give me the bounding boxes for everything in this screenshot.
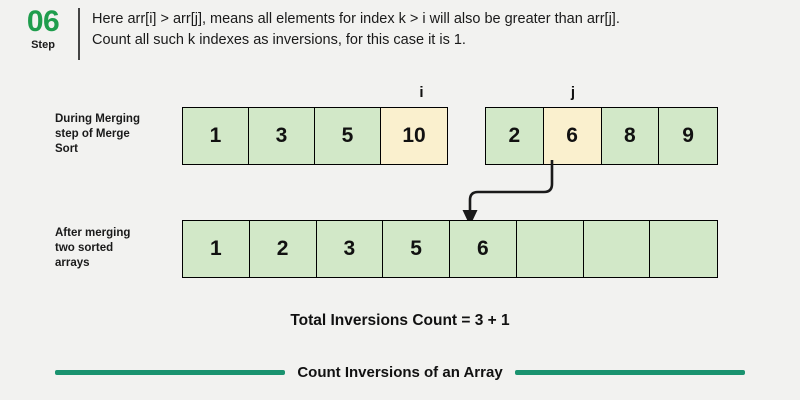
- row-label-during-merging: During Merging step of Merge Sort: [55, 112, 173, 158]
- left-subarray-cell: 5: [315, 108, 381, 164]
- right-subarray-cell: 6: [543, 108, 602, 164]
- merged-array-cell: [650, 221, 717, 277]
- left-subarray-cell: 10: [381, 108, 447, 164]
- right-subarray-cell: 8: [601, 108, 660, 164]
- step-number: 06: [26, 5, 60, 38]
- left-subarray-cell: 1: [183, 108, 249, 164]
- total-inversions-count: Total Inversions Count = 3 + 1: [290, 312, 510, 329]
- row2-label-line-1: After merging: [55, 227, 131, 239]
- row2-label-line-2: two sorted: [55, 242, 114, 255]
- row-label-after-merging: After merging two sorted arrays: [55, 226, 173, 272]
- pointer-label-i: i: [419, 84, 424, 101]
- row1-label-line-3: Sort: [55, 143, 78, 156]
- merged-array-cell: [583, 221, 651, 277]
- merged-array-cell: 1: [183, 221, 250, 277]
- merged-array-cell: 5: [383, 221, 450, 277]
- merge-flow-arrow: [462, 160, 554, 226]
- footer-rule-left: [55, 370, 286, 375]
- right-subarray-cell: 2: [486, 108, 544, 164]
- step-description-line-2: Count all such k indexes as inversions, …: [92, 31, 466, 48]
- row1-label-line-1: During Merging: [55, 113, 140, 125]
- right-subarray-cell: 9: [659, 108, 717, 164]
- step-description-line-1: Here arr[i] > arr[j], means all elements…: [92, 11, 620, 27]
- step-badge: 06 Step: [14, 7, 72, 51]
- merged-array-cell: 3: [316, 221, 384, 277]
- merged-array-cell: 6: [450, 221, 517, 277]
- pointer-label-j: j: [570, 84, 576, 101]
- footer-title: Count Inversions of an Array: [297, 364, 503, 381]
- footer: Count Inversions of an Array: [0, 364, 800, 381]
- footer-rule-right: [514, 370, 745, 375]
- row1-label-line-2: step of Merge: [55, 128, 130, 141]
- step-header: 06 Step Here arr[i] > arr[j], means all …: [0, 0, 800, 78]
- left-subarray-cell: 3: [249, 108, 315, 164]
- header-divider: [78, 8, 80, 60]
- row2-label-line-3: arrays: [55, 257, 90, 270]
- step-word-label: Step: [31, 39, 55, 51]
- merged-array-cell: 2: [249, 221, 317, 277]
- step-description: Here arr[i] > arr[j], means all elements…: [92, 9, 620, 50]
- merged-array-cell: [516, 221, 584, 277]
